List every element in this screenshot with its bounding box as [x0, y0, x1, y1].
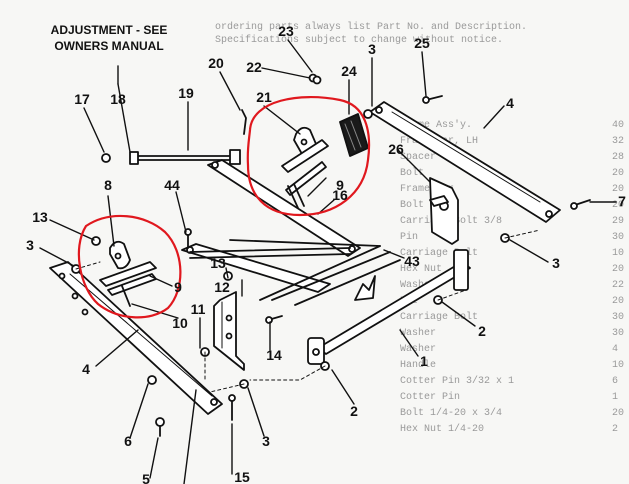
- bracket-12: [213, 291, 245, 371]
- bg-list-line: Washer: [400, 328, 437, 339]
- bracket-26: [429, 177, 459, 245]
- bg-list-number: 20: [612, 200, 625, 211]
- bg-list-line: Bolt: [400, 168, 425, 179]
- bg-list-line: Cotter Pin 3/32 x 1: [400, 376, 515, 387]
- callout-16: 16: [332, 187, 348, 203]
- callout-17: 17: [74, 91, 90, 107]
- cross-frame-bar-upper: [207, 159, 361, 257]
- bg-list-number: 30: [612, 312, 625, 323]
- callout-9-upper: 9: [336, 177, 344, 193]
- bg-text-top-line-1: ordering parts always list Part No. and …: [215, 22, 528, 33]
- bg-list-line: Cotter Pin: [400, 392, 461, 403]
- callout-15: 15: [234, 469, 250, 484]
- bg-list-number: 2: [612, 424, 619, 435]
- bg-list-number: 1: [612, 392, 619, 403]
- bg-list-number: 30: [612, 328, 625, 339]
- callout-5: 5: [142, 471, 150, 484]
- bg-list-number: 20: [612, 408, 625, 419]
- callout-12: 12: [214, 279, 230, 295]
- callout-26: 26: [388, 141, 404, 157]
- bg-list-line: Hex Nut 1/4-20: [400, 424, 485, 435]
- highlight-circles: [77, 96, 371, 319]
- bg-list-number: 20: [612, 296, 625, 307]
- bg-list-line: Carriage Bolt: [400, 248, 479, 259]
- pulley-bracket-8: [99, 240, 157, 307]
- bg-list-number: 10: [612, 360, 625, 371]
- highlight-circle-lower: [77, 214, 182, 319]
- bg-list-number: 22: [612, 280, 625, 291]
- callout-7: 7: [618, 193, 626, 209]
- adjustment-note-line-2: OWNERS MANUAL: [54, 39, 164, 53]
- callout-18: 18: [110, 91, 126, 107]
- frame-bar-right: [369, 101, 561, 223]
- hardware-nuts: [71, 73, 510, 389]
- bg-list-number: 28: [612, 152, 625, 163]
- bg-list-line: Hex Nut: [400, 264, 443, 275]
- callout-2-bottom: 2: [350, 403, 358, 419]
- callout-13-middle: 13: [210, 255, 226, 271]
- bg-list-line: Bolt: [400, 200, 425, 211]
- bg-list-number: 30: [612, 232, 625, 243]
- bg-list-line: Washer: [400, 344, 437, 355]
- callout-13-left: 13: [32, 209, 48, 225]
- bg-list-line: Handle: [400, 360, 437, 371]
- highlight-circle-upper: [246, 96, 371, 217]
- bg-list-number: 20: [612, 184, 625, 195]
- bg-list-number: 32: [612, 136, 625, 147]
- bg-list-line: Pin: [400, 232, 419, 243]
- bg-list-line: Spacer: [400, 152, 437, 163]
- callout-3-right: 3: [552, 255, 560, 271]
- callout-22: 22: [246, 59, 262, 75]
- callout-44: 44: [164, 177, 180, 193]
- callout-2-right: 2: [478, 323, 486, 339]
- bg-list-number: 40: [612, 120, 625, 131]
- bg-list-number: 6: [612, 376, 619, 387]
- callout-23: 23: [278, 23, 294, 39]
- pulley-bracket-21: [281, 126, 329, 209]
- callout-11: 11: [191, 301, 206, 317]
- callout-21: 21: [256, 89, 272, 105]
- callout-24: 24: [341, 63, 357, 79]
- callout-8: 8: [104, 177, 112, 193]
- bg-list-line: Frame Bar: [400, 184, 455, 195]
- bg-list-line: Carriage Bolt: [400, 312, 479, 323]
- leader-lines: [39, 39, 617, 484]
- callout-10: 10: [172, 315, 188, 331]
- adjustment-note: ADJUSTMENT - SEE OWNERS MANUAL: [34, 22, 184, 54]
- bg-list-number: 20: [612, 168, 625, 179]
- callout-20: 20: [208, 55, 224, 71]
- bg-list-line: Bolt 1/4-20 x 3/4: [400, 408, 503, 419]
- bg-list-line: Washer: [400, 280, 437, 291]
- hardware-bolts: [155, 95, 591, 437]
- bg-list-number: 4: [612, 344, 619, 355]
- bg-list-number: 10: [612, 248, 625, 259]
- bg-list-number: 20: [612, 264, 625, 275]
- adjustment-note-line-1: ADJUSTMENT - SEE: [50, 23, 168, 37]
- callout-14: 14: [266, 347, 282, 363]
- callout-25: 25: [414, 35, 430, 51]
- assembly-lines: [75, 229, 541, 393]
- callout-43: 43: [404, 253, 420, 269]
- rod-19: [129, 149, 241, 165]
- bg-list-number: 29: [612, 216, 625, 227]
- callout-3-left: 3: [26, 237, 34, 253]
- bg-text-top-line-2: Specifications subject to change without…: [215, 35, 504, 46]
- callout-3-top: 3: [368, 41, 376, 57]
- bg-list-line: Frame Ass'y.: [400, 120, 473, 131]
- callout-19: 19: [178, 85, 194, 101]
- callout-3-bottom: 3: [262, 433, 270, 449]
- axle-shaft: [307, 249, 471, 365]
- spacer-rods: [189, 239, 401, 306]
- callout-labels: 18 17 19 20 21 22 23 24 3 25 4 26 9 16 7…: [26, 23, 626, 484]
- cross-frame-bar-lower: [181, 243, 331, 293]
- callout-6: 6: [124, 433, 132, 449]
- callout-4-right: 4: [506, 95, 514, 111]
- callout-4-left: 4: [82, 361, 90, 377]
- callout-1: 1: [420, 353, 428, 369]
- callout-9-lower: 9: [174, 279, 182, 295]
